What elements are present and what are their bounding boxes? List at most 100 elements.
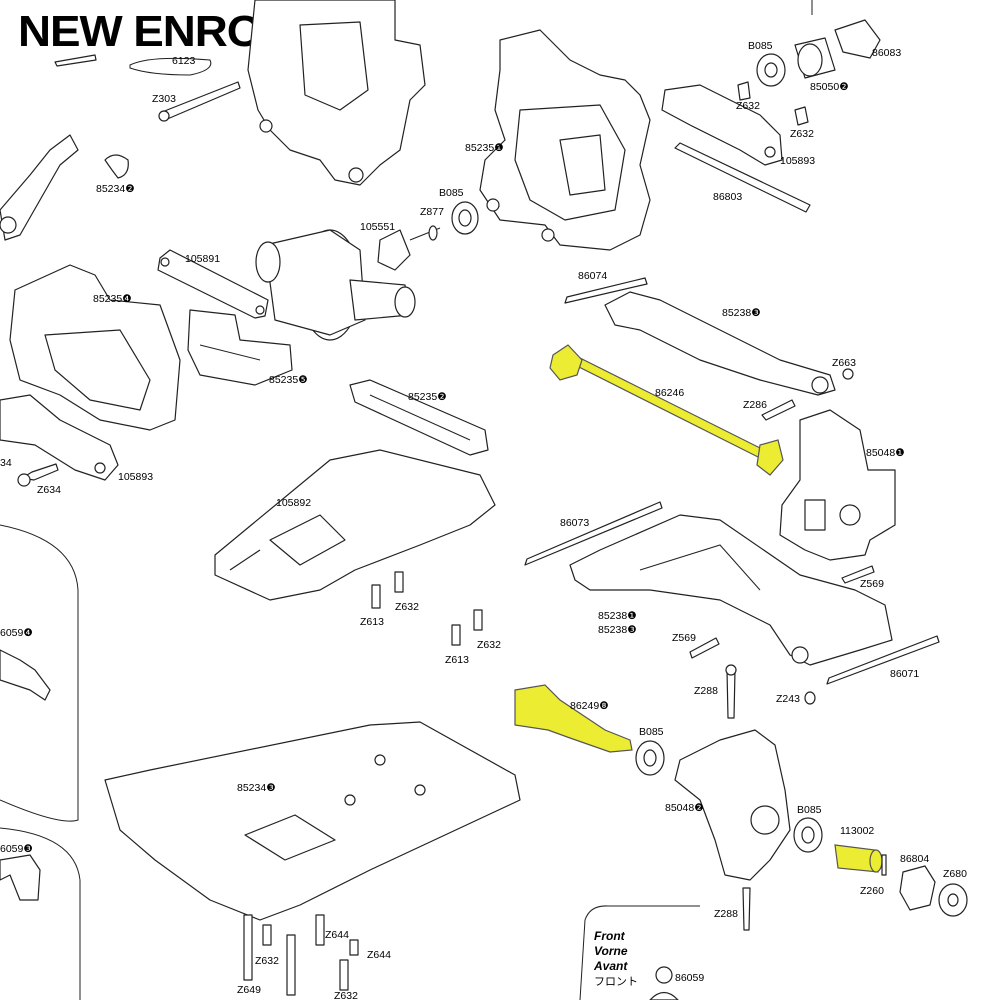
part-label: 85235❺ <box>269 374 308 386</box>
part-label: B085 <box>439 187 464 199</box>
part-label: B085 <box>797 804 822 816</box>
bearing-b085-mid <box>635 740 665 776</box>
pin-z569-b <box>689 637 720 659</box>
screws-z632-top-right <box>737 81 809 126</box>
center-housing-85235-1 <box>479 29 651 251</box>
clip-85234-2 <box>104 154 129 179</box>
part-label: B085 <box>748 40 773 52</box>
front-direction-note: Front Vorne Avant フロント <box>593 929 638 988</box>
part-label: 86073 <box>560 517 589 529</box>
part-label: 86083 <box>872 47 901 59</box>
pin-z569-a <box>841 565 875 584</box>
part-label: Z288 <box>714 908 738 920</box>
part-label: 113002 <box>840 825 874 837</box>
drive-cup-86249-highlighted <box>514 684 633 753</box>
part-label: 85238❸ <box>722 307 761 319</box>
pin-6123 <box>54 54 212 76</box>
arm-6059-3 <box>0 854 41 901</box>
part-label: 85238❸ <box>598 624 637 636</box>
part-label: 105551 <box>360 221 395 233</box>
part-label: B085 <box>639 726 664 738</box>
part-label: 6059❹ <box>0 627 33 639</box>
part-label: Z569 <box>672 632 696 644</box>
part-label: Z303 <box>152 93 176 105</box>
part-label: Z613 <box>445 654 469 666</box>
hex-hub-86804 <box>899 865 936 911</box>
front-note-fr: Avant <box>593 959 628 973</box>
pin-z260 <box>881 854 887 876</box>
part-label: Z613 <box>360 616 384 628</box>
part-label: Z569 <box>860 578 884 590</box>
bearing-and-cup-top-right <box>756 0 881 87</box>
lower-arm-85238-1 <box>569 514 893 666</box>
bottom-screws <box>243 914 359 996</box>
plate-105893-left <box>0 394 119 481</box>
ball-86059 <box>649 966 679 1000</box>
screw-z286 <box>761 399 796 421</box>
screw-z288-b <box>742 887 751 931</box>
part-label: Z243 <box>776 693 800 705</box>
screw-z288-a <box>725 664 737 719</box>
dogbone-86246-highlighted <box>549 344 784 476</box>
screw-z303 <box>158 81 241 122</box>
differential-105551 <box>255 229 416 341</box>
side-frame-lower <box>0 827 81 1000</box>
part-label: 85235❹ <box>93 293 132 305</box>
rod-86071 <box>826 635 940 685</box>
screws-z613-z632-middle <box>371 571 483 646</box>
part-label: Z663 <box>832 357 856 369</box>
link-105891 <box>157 249 269 319</box>
part-label: Z632 <box>255 955 279 967</box>
part-label: 105893 <box>780 155 815 167</box>
part-label: 105893 <box>118 471 153 483</box>
plate-105893-right <box>661 84 783 166</box>
part-label: 86074 <box>578 270 607 282</box>
front-note-frame <box>579 905 700 1000</box>
part-label: 85235❷ <box>408 391 447 403</box>
chassis-plate-105892 <box>214 449 496 601</box>
part-label: Z288 <box>694 685 718 697</box>
clip-z243 <box>804 691 816 705</box>
part-label: Z634 <box>37 484 61 496</box>
part-label: Z632 <box>395 601 419 613</box>
skid-plate-85234-3 <box>104 721 521 921</box>
part-label: 86071 <box>890 668 919 680</box>
spacer-113002-highlighted <box>834 844 883 873</box>
part-label: 105892 <box>276 497 311 509</box>
part-label: 105891 <box>185 253 220 265</box>
shaft-86803 <box>674 142 811 213</box>
part-label: 34 <box>0 457 12 469</box>
rod-86074 <box>564 277 648 304</box>
nut-z680 <box>938 883 968 917</box>
part-label: Z877 <box>420 206 444 218</box>
hub-carrier-85048-2 <box>674 729 791 881</box>
part-label: 86804 <box>900 853 929 865</box>
part-label: 85048❷ <box>665 802 704 814</box>
part-label: Z649 <box>237 984 261 996</box>
part-label: Z286 <box>743 399 767 411</box>
upper-left-arm-part <box>0 134 79 241</box>
part-label: 6123 <box>172 55 196 67</box>
part-label: 85234❸ <box>237 782 276 794</box>
part-label: 85048❶ <box>866 447 905 459</box>
part-label: 85050❷ <box>810 81 849 93</box>
part-label: 86803 <box>713 191 742 203</box>
part-label: 85234❷ <box>96 183 135 195</box>
brand-logo-text: NEW ENRON <box>18 7 294 56</box>
part-label: Z644 <box>367 949 391 961</box>
part-label: 6059❸ <box>0 843 33 855</box>
part-label: Z632 <box>790 128 814 140</box>
part-label: Z632 <box>736 100 760 112</box>
rod-86073 <box>524 501 663 566</box>
part-label: 86059 <box>675 972 704 984</box>
front-note-en: Front <box>594 929 626 943</box>
part-label: Z644 <box>325 929 349 941</box>
hub-carrier-85048-1 <box>779 409 896 561</box>
part-label: 86246 <box>655 387 684 399</box>
left-housing-85235-4 <box>9 264 181 431</box>
front-note-jp: フロント <box>594 975 638 988</box>
mount-85235-5 <box>187 309 293 386</box>
beam-85235-2 <box>349 379 489 456</box>
